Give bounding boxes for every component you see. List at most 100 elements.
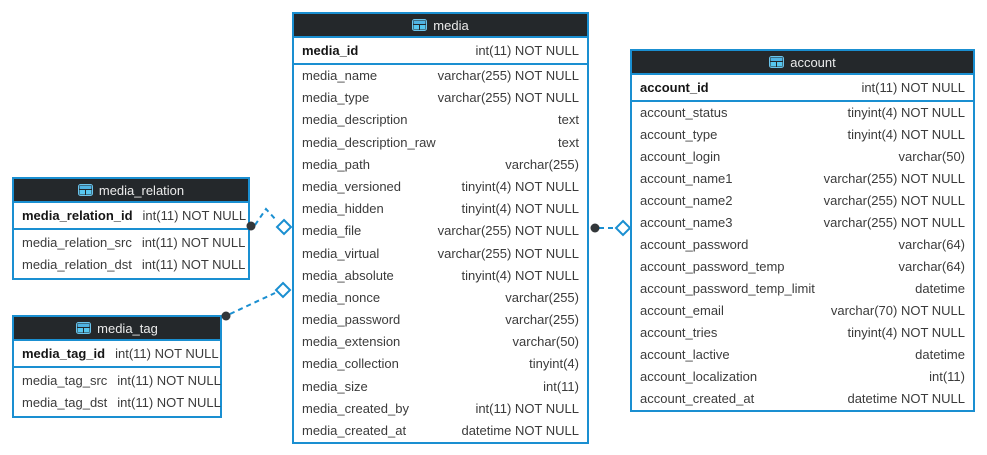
table-row: media_created_at datetime NOT NULL: [294, 420, 587, 442]
column-name: account_login: [640, 149, 721, 164]
column-name: media_size: [302, 378, 368, 394]
table-row-pk: account_id int(11) NOT NULL: [632, 75, 973, 102]
column-name: media_collection: [302, 356, 399, 372]
table-row: account_password varchar(64): [632, 234, 973, 256]
column-name: media_relation_dst: [22, 257, 132, 272]
column-name: media_name: [302, 68, 378, 83]
column-type: varchar(255): [505, 312, 579, 328]
column-type: int(11): [929, 369, 965, 384]
table-row: media_hidden tinyint(4) NOT NULL: [294, 198, 587, 220]
column-name: media_versioned: [302, 178, 402, 194]
column-name: media_file: [302, 223, 362, 239]
table-row: media_extension varchar(50): [294, 331, 587, 353]
column-type: int(11) NOT NULL: [475, 400, 579, 416]
table-row: media_password varchar(255): [294, 309, 587, 331]
column-type: varchar(255) NOT NULL: [823, 171, 965, 186]
table-header-account[interactable]: account: [632, 51, 973, 75]
column-name: media_created_by: [302, 400, 409, 416]
table-body: media_tag_src int(11) NOT NULL media_tag…: [14, 368, 221, 416]
column-type: tinyint(4) NOT NULL: [847, 105, 965, 120]
column-type: varchar(255) NOT NULL: [437, 223, 579, 239]
table-row: media_name varchar(255) NOT NULL: [294, 65, 587, 87]
column-type: varchar(255) NOT NULL: [823, 215, 965, 230]
column-name: account_password_temp: [640, 259, 785, 274]
table-row: account_login varchar(50): [632, 146, 973, 168]
column-type: tinyint(4) NOT NULL: [461, 267, 579, 283]
column-type: varchar(64): [898, 237, 965, 252]
column-name: account_lactive: [640, 347, 730, 362]
table-account[interactable]: account account_id int(11) NOT NULL acco…: [630, 49, 975, 412]
table-row: media_versioned tinyint(4) NOT NULL: [294, 176, 587, 198]
column-type: int(11) NOT NULL: [141, 257, 246, 272]
column-type: int(11) NOT NULL: [117, 373, 221, 388]
table-title: account: [790, 54, 836, 70]
column-name: account_name2: [640, 193, 733, 208]
column-type: varchar(50): [898, 149, 965, 164]
relationship-media-to-account[interactable]: [590, 219, 632, 237]
table-row: account_name3 varchar(255) NOT NULL: [632, 212, 973, 234]
table-row: media_relation_dst int(11) NOT NULL: [14, 254, 248, 276]
column-name: media_relation_id: [22, 208, 133, 223]
table-header-media-tag[interactable]: media_tag: [14, 317, 220, 341]
table-row: media_collection tinyint(4): [294, 353, 587, 375]
table-icon: [412, 19, 428, 31]
relationship-media-tag-to-media[interactable]: [221, 281, 292, 321]
column-type: tinyint(4) NOT NULL: [461, 201, 579, 217]
column-type: tinyint(4) NOT NULL: [461, 178, 579, 194]
column-name: media_hidden: [302, 201, 384, 217]
table-title: media_relation: [98, 182, 185, 198]
column-type: int(11) NOT NULL: [142, 208, 247, 223]
column-name: account_status: [640, 105, 728, 120]
table-row: media_type varchar(255) NOT NULL: [294, 87, 587, 109]
column-name: media_relation_src: [22, 235, 132, 250]
column-type: datetime: [915, 281, 965, 296]
table-row: media_nonce varchar(255): [294, 287, 587, 309]
column-name: media_created_at: [302, 423, 407, 438]
table-media[interactable]: media media_id int(11) NOT NULL media_na…: [292, 12, 589, 445]
column-type: tinyint(4) NOT NULL: [847, 127, 965, 142]
column-type: datetime NOT NULL: [461, 423, 579, 438]
table-body: account_status tinyint(4) NOT NULL accou…: [632, 102, 973, 410]
column-name: media_absolute: [302, 267, 394, 283]
table-row-pk: media_relation_id int(11) NOT NULL: [14, 203, 248, 230]
table-icon: [77, 184, 93, 196]
column-type: varchar(50): [512, 334, 579, 350]
table-row: account_lactive datetime: [632, 344, 973, 366]
table-row: media_virtual varchar(255) NOT NULL: [294, 243, 587, 265]
column-name: account_id: [640, 80, 709, 95]
column-name: media_description_raw: [302, 134, 436, 150]
table-header-media-relation[interactable]: media_relation: [14, 179, 248, 203]
column-type: tinyint(4): [529, 356, 579, 372]
column-name: media_tag_dst: [22, 395, 108, 410]
relationship-diamond-icon: [275, 218, 293, 236]
relationship-media-relation-to-media[interactable]: [246, 207, 293, 236]
column-type: int(11) NOT NULL: [475, 43, 579, 58]
table-row: account_email varchar(70) NOT NULL: [632, 300, 973, 322]
table-title: media: [433, 17, 469, 33]
column-name: account_email: [640, 303, 724, 318]
column-name: media_nonce: [302, 289, 381, 305]
column-type: varchar(255) NOT NULL: [823, 193, 965, 208]
relationship-line[interactable]: [254, 207, 278, 226]
column-name: media_description: [302, 112, 408, 128]
table-row: media_created_by int(11) NOT NULL: [294, 398, 587, 420]
table-row: media_tag_src int(11) NOT NULL: [14, 370, 221, 392]
column-type: datetime NOT NULL: [847, 391, 965, 406]
column-type: datetime: [915, 347, 965, 362]
table-media-relation[interactable]: media_relation media_relation_id int(11)…: [12, 177, 250, 280]
column-type: int(11) NOT NULL: [117, 395, 221, 410]
column-name: account_created_at: [640, 391, 755, 406]
relationship-line[interactable]: [229, 292, 276, 315]
table-icon: [769, 56, 785, 68]
column-name: media_tag_src: [22, 373, 108, 388]
table-row: account_name2 varchar(255) NOT NULL: [632, 190, 973, 212]
table-row: account_name1 varchar(255) NOT NULL: [632, 168, 973, 190]
table-body: media_relation_src int(11) NOT NULL medi…: [14, 230, 248, 278]
column-type: text: [558, 134, 579, 150]
column-type: int(11) NOT NULL: [141, 235, 246, 250]
table-media-tag[interactable]: media_tag media_tag_id int(11) NOT NULL …: [12, 315, 222, 418]
table-header-media[interactable]: media: [294, 14, 587, 38]
column-name: account_password_temp_limit: [640, 281, 815, 296]
column-name: account_localization: [640, 369, 758, 384]
